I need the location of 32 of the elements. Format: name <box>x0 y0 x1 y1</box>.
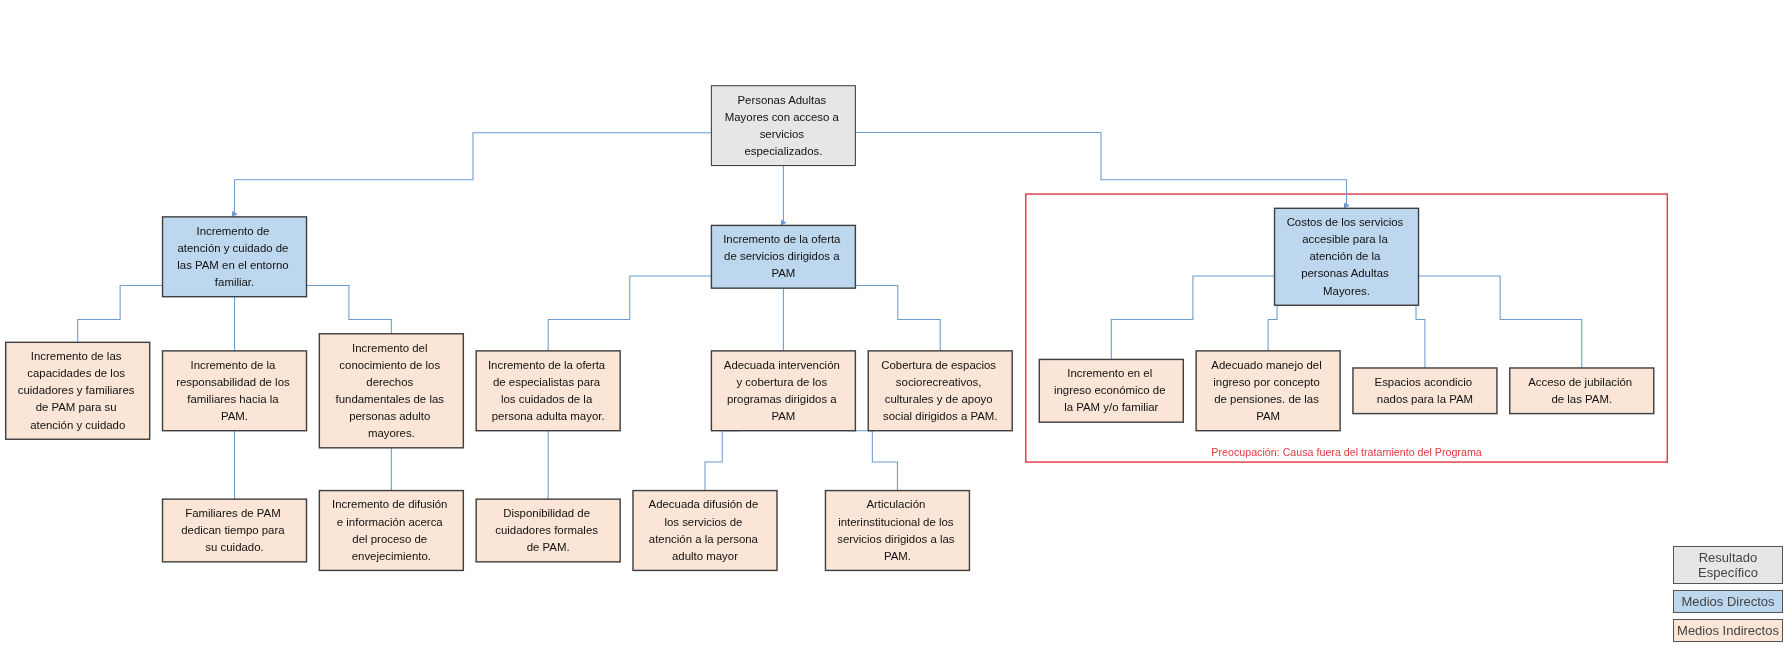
node-box: Incremento de la oferta de servicios dirigidos a PAM <box>710 224 857 289</box>
node-box: Incremento de atención y cuidado de las PAM en el entorno familiar. <box>161 216 308 298</box>
connector <box>234 296 236 352</box>
connector <box>306 285 392 335</box>
node-box: Incremento de la responsabilidad de los familiares hacia la PAM. <box>161 350 308 432</box>
node-box: Personas Adultas Mayores con acceso a servicios especializados. <box>710 85 856 166</box>
node-box: Incremento del conocimiento de los derechos fundamentales de las personas adulto mayores. <box>318 333 465 449</box>
connector <box>390 447 392 492</box>
legend-item: Medios Directos <box>1673 590 1783 613</box>
node-box: Incremento de difusión e información acerca del proceso de envejecimiento. <box>318 489 465 572</box>
node-box: Adecuada difusión de los servicios de atención a la persona adulto mayor <box>632 489 778 572</box>
arrow <box>780 164 787 226</box>
arrow <box>231 132 712 218</box>
node-box: Incremento de la oferta de especialistas para los cuidados de la persona adulta mayor. <box>475 350 621 432</box>
connector <box>1418 275 1583 369</box>
node-box: Incremento de las capacidades de los cuidadores y familiares de PAM para su atención y cuidado <box>5 341 151 440</box>
node-box: Adecuada intervención y cobertura de los programas dirigidos a PAM <box>710 350 857 432</box>
node-box: Familiares de PAM dedican tiempo para su cuidado. <box>161 498 308 563</box>
node-box: Acceso de jubilación de las PAM. <box>1509 367 1655 415</box>
connector <box>782 287 784 352</box>
connector <box>547 275 712 352</box>
connector <box>234 430 236 500</box>
node-box: Articulación interinstitucional de los servicios dirigidos a las PAM. <box>824 489 971 572</box>
legend-item: Resultado Específico <box>1673 546 1783 584</box>
connector <box>547 430 549 500</box>
node-box: Cobertura de espacios sociorecreativos, culturales y de apoyo social dirigidos a PAM. <box>867 350 1013 432</box>
node-box: Espacios acondicio nados para la PAM <box>1352 367 1498 415</box>
node-box: Disponibilidad de cuidadores formales de PAM. <box>475 498 621 563</box>
node-box: Adecuado manejo del ingreso por concepto de pensiones. de las PAM <box>1195 350 1341 432</box>
node-box: Costos de los servicios accesible para la atención de la personas Adultas Mayores. <box>1273 207 1420 306</box>
node-box: Incremento en el ingreso económico de la PAM y/o familiar <box>1038 358 1184 423</box>
legend-item: Medios Indirectos <box>1673 619 1783 642</box>
